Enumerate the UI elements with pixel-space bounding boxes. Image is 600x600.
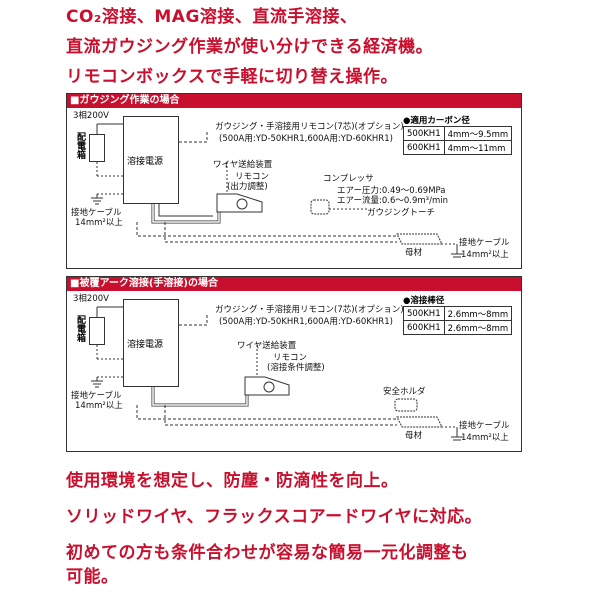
gouging-wiring-diagram [91,123,463,258]
breaker-box [89,317,105,345]
welding-power-source [123,299,179,387]
power-supply-label: 3相200V [73,111,109,121]
feature-line1: 使用環境を想定し、防塵・防滴性を向上。 [66,471,399,491]
ground-right-label: 接地ケーブル [459,421,510,431]
table-cell: 500KH1 [403,126,445,141]
power-source-label: 溶接電源 [127,340,164,350]
table-cell: 600KH1 [403,320,445,335]
table-cell: 500KH1 [403,306,445,321]
torch-label: ガウジングトーチ [367,208,436,218]
remote-sub-label: (溶接条件調整) [267,363,325,373]
air-pressure-label: エアー圧力:0.49〜0.69MPa [337,186,446,196]
base-metal-label: 母材 [405,431,423,441]
carbon-diameter-title: ●適用カーボン径 [403,116,470,126]
headline-line1: CO₂溶接、MAG溶接、直流手溶接、 [66,7,358,27]
feature-line4: 可能。 [66,567,119,587]
power-supply-label: 3相200V [73,294,109,304]
table-cell: 4mm〜9.5mm [443,126,513,141]
ground-right-label: 接地ケーブル [459,238,510,248]
panel-title: ■被覆アーク溶接(手溶接)の場合 [67,277,521,291]
air-flow-label: エアー流量:0.6〜0.9m³/min [337,196,448,206]
power-source-label: 溶接電源 [127,157,164,167]
table-cell: 2.6mm〜8mm [443,320,513,335]
headline-line3: リモコンボックスで手軽に切り替え操作。 [66,67,398,87]
remote-label: リモコン [273,353,308,363]
arc-welding-diagram-panel: ■被覆アーク溶接(手溶接)の場合 3相200V 配電箱 溶接電源 ガウジング・手… [66,276,522,452]
feature-line3: 初めての方も条件合わせが容易な簡易一元化調整も [66,543,469,563]
arc-welding-wiring-diagram [91,306,463,441]
table-cell: 4mm〜11mm [443,140,513,155]
table-cell: 2.6mm〜8mm [443,306,513,321]
headline-line2: 直流ガウジング作業が使い分けできる経済機。 [66,37,434,57]
table-cell: 600KH1 [403,140,445,155]
remote-label: リモコン [235,172,270,182]
remote-models-label: (500A用:YD-50KHR1,600A用:YD-60KHR1) [219,317,393,327]
panel-title: ■ガウジング作業の場合 [67,94,521,108]
ground-right-size: 14mm²以上 [461,250,509,260]
feeder-label: ワイヤ送給装置 [213,160,273,170]
remote-option-label: ガウジング・手溶接用リモコン(7芯)(オプション) [215,122,404,132]
remote-option-label: ガウジング・手溶接用リモコン(7芯)(オプション) [215,305,404,315]
base-metal-label: 母材 [405,248,423,258]
ground-left-label: 接地ケーブル [71,391,122,401]
ground-right-size: 14mm²以上 [461,433,509,443]
gouging-diagram-panel: ■ガウジング作業の場合 [66,93,522,269]
ground-left-label: 接地ケーブル [71,208,122,218]
remote-models-label: (500A用:YD-50KHR1,600A用:YD-60KHR1) [219,134,393,144]
ground-left-size: 14mm²以上 [75,401,123,411]
welding-power-source [123,116,179,204]
breaker-box [89,134,105,162]
holder-label: 安全ホルダ [383,387,426,397]
breaker-label: 配電箱 [75,132,85,159]
remote-sub-label: (出力調整) [227,182,268,192]
compressor-label: コンプレッサ [323,174,374,184]
ground-left-size: 14mm²以上 [75,218,123,228]
rod-diameter-title: ●溶接棒径 [403,296,445,306]
feeder-label: ワイヤ送給装置 [237,341,297,351]
feature-line2: ソリッドワイヤ、フラックスコアードワイヤに対応。 [66,507,483,527]
breaker-label: 配電箱 [75,315,85,342]
